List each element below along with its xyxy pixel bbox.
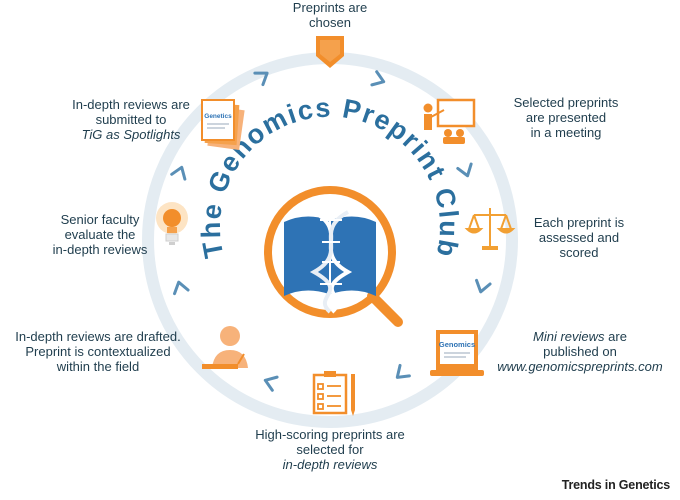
- laptop-screen-text: Genomics: [439, 340, 475, 349]
- lightbulb-icon: [156, 202, 188, 245]
- chevron-icon: [395, 363, 411, 379]
- step-drafted-label: In-depth reviews are drafted. Preprint i…: [15, 329, 181, 374]
- step-submitted-label: In-depth reviews are submitted to TiG as…: [72, 97, 190, 142]
- writer-icon: [202, 326, 248, 369]
- chevron-icon: [370, 70, 386, 87]
- chevron-icon: [475, 278, 492, 294]
- club-logo: [264, 186, 403, 327]
- checklist-icon: [312, 371, 355, 416]
- scales-icon: [464, 208, 516, 250]
- chevron-icon: [263, 375, 279, 392]
- chevron-icon: [253, 71, 269, 87]
- step-mini-reviews-label: Mini reviews are published on www.genomi…: [497, 329, 663, 374]
- chevron-icon: [173, 280, 190, 296]
- step-high-scoring-label: High-scoring preprints are selected for …: [255, 427, 405, 472]
- brand-label: Trends in Genetics: [561, 478, 670, 492]
- presentation-icon: [423, 98, 476, 144]
- step-evaluate-label: Senior faculty evaluate the in-depth rev…: [52, 212, 148, 257]
- step-presented-label: Selected preprints are presented in a me…: [513, 95, 619, 140]
- step-scored-label: Each preprint is assessed and scored: [533, 215, 625, 260]
- laptop-icon: Genomics: [430, 330, 484, 376]
- journal-stack-icon: Genetics: [201, 99, 245, 151]
- chevron-icon: [456, 162, 473, 178]
- journal-cover-text: Genetics: [204, 113, 232, 120]
- chevrons: [170, 70, 492, 392]
- step-preprints-chosen-label: Preprints are chosen: [292, 0, 368, 30]
- chevron-icon: [170, 165, 187, 181]
